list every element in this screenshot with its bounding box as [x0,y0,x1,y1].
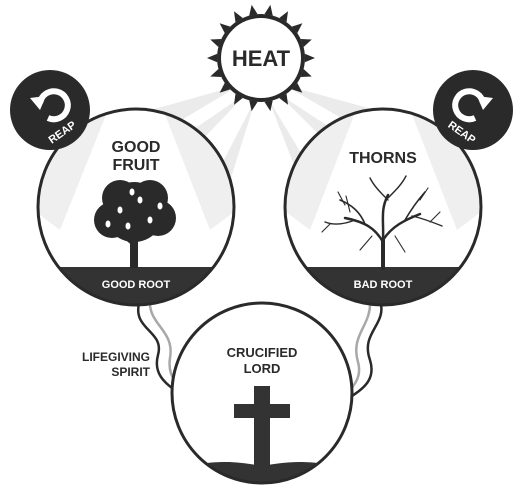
heat-label: HEAT [232,46,291,71]
lifegiving-spirit-line2: SPIRIT [111,365,150,379]
crucified-lord-circle: CRUCIFIED LORD [172,303,352,487]
reap-right-badge: REAP [433,70,513,150]
sun-spike [207,54,217,62]
thorns-ground [277,267,489,317]
good-fruit-title-line1: GOOD [112,139,161,156]
sun-spike [249,5,257,16]
sun-icon: HEAT [207,5,315,111]
good-fruit-title-line2: FRUIT [112,157,159,174]
good-ground [30,267,242,317]
bad-root-label: BAD ROOT [354,279,413,291]
good-root-label: GOOD ROOT [102,279,171,291]
lifegiving-spirit-line1: LIFEGIVING [82,350,150,364]
sun-spike [264,5,272,16]
crucified-title-line2: LORD [244,361,281,376]
crucified-title-line1: CRUCIFIED [227,345,298,360]
thorns-title: THORNS [349,150,417,167]
reap-left-badge: REAP [10,70,90,150]
sun-spike [305,54,315,62]
sun-spike [264,100,272,111]
